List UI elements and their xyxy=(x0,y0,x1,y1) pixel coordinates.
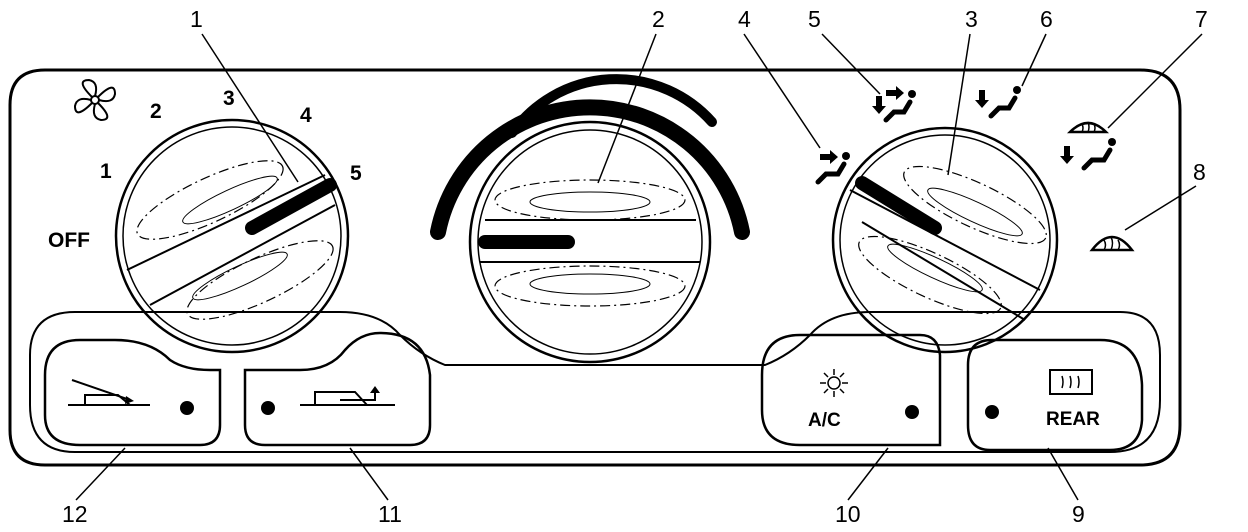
fresh-air-button[interactable] xyxy=(43,338,222,447)
recirculate-indicator xyxy=(261,401,275,415)
callout-7: 7 xyxy=(1195,6,1208,32)
fan-icon xyxy=(73,78,117,122)
callout-1: 1 xyxy=(190,6,203,32)
defrost-mode-icon xyxy=(1089,235,1135,252)
fan-speed-5-label: 5 xyxy=(350,162,362,185)
fan-speed-2-label: 2 xyxy=(150,100,162,123)
button-cluster-outline xyxy=(29,311,1161,453)
floor-mode-icon xyxy=(975,86,1021,119)
recirculate-button[interactable] xyxy=(243,331,432,447)
panel-outline xyxy=(8,68,1182,467)
callout-8: 8 xyxy=(1193,159,1206,185)
ac-button[interactable]: A/C xyxy=(760,333,942,447)
callout-2: 2 xyxy=(652,6,665,32)
fan-dial-pointer xyxy=(245,178,337,235)
floor-defrost-mode-icon xyxy=(1060,121,1116,171)
rear-defrost-indicator xyxy=(985,405,999,419)
temperature-arc xyxy=(430,74,750,240)
fresh-air-icon xyxy=(68,379,150,406)
ac-label: A/C xyxy=(808,410,841,431)
callout-6: 6 xyxy=(1040,6,1053,32)
fan-speed-off-label: OFF xyxy=(48,229,90,252)
callout-4: 4 xyxy=(738,6,751,32)
callout-3: 3 xyxy=(965,6,978,32)
callout-10: 10 xyxy=(835,501,861,527)
ac-snowflake-icon xyxy=(820,369,848,397)
fan-speed-1-label: 1 xyxy=(100,160,112,183)
mode-dial-pointer xyxy=(855,176,942,235)
mode-dial[interactable] xyxy=(831,126,1059,354)
fan-speed-dial[interactable] xyxy=(114,118,350,354)
leader-lines xyxy=(75,33,1203,501)
rear-label: REAR xyxy=(1046,409,1100,430)
temperature-dial[interactable] xyxy=(468,120,712,364)
callout-5: 5 xyxy=(808,6,821,32)
callout-11: 11 xyxy=(378,501,402,527)
vent-mode-icon xyxy=(815,150,850,185)
bilevel-mode-icon xyxy=(872,86,916,123)
rear-defrost-button[interactable]: REAR xyxy=(966,338,1144,452)
recirculate-icon xyxy=(300,386,395,406)
fan-speed-3-label: 3 xyxy=(223,87,235,110)
rear-defrost-icon xyxy=(1049,369,1093,395)
ac-indicator xyxy=(905,405,919,419)
callout-9: 9 xyxy=(1072,501,1085,527)
fresh-air-indicator xyxy=(180,401,194,415)
fan-speed-4-label: 4 xyxy=(300,104,312,127)
callout-12: 12 xyxy=(62,501,88,527)
